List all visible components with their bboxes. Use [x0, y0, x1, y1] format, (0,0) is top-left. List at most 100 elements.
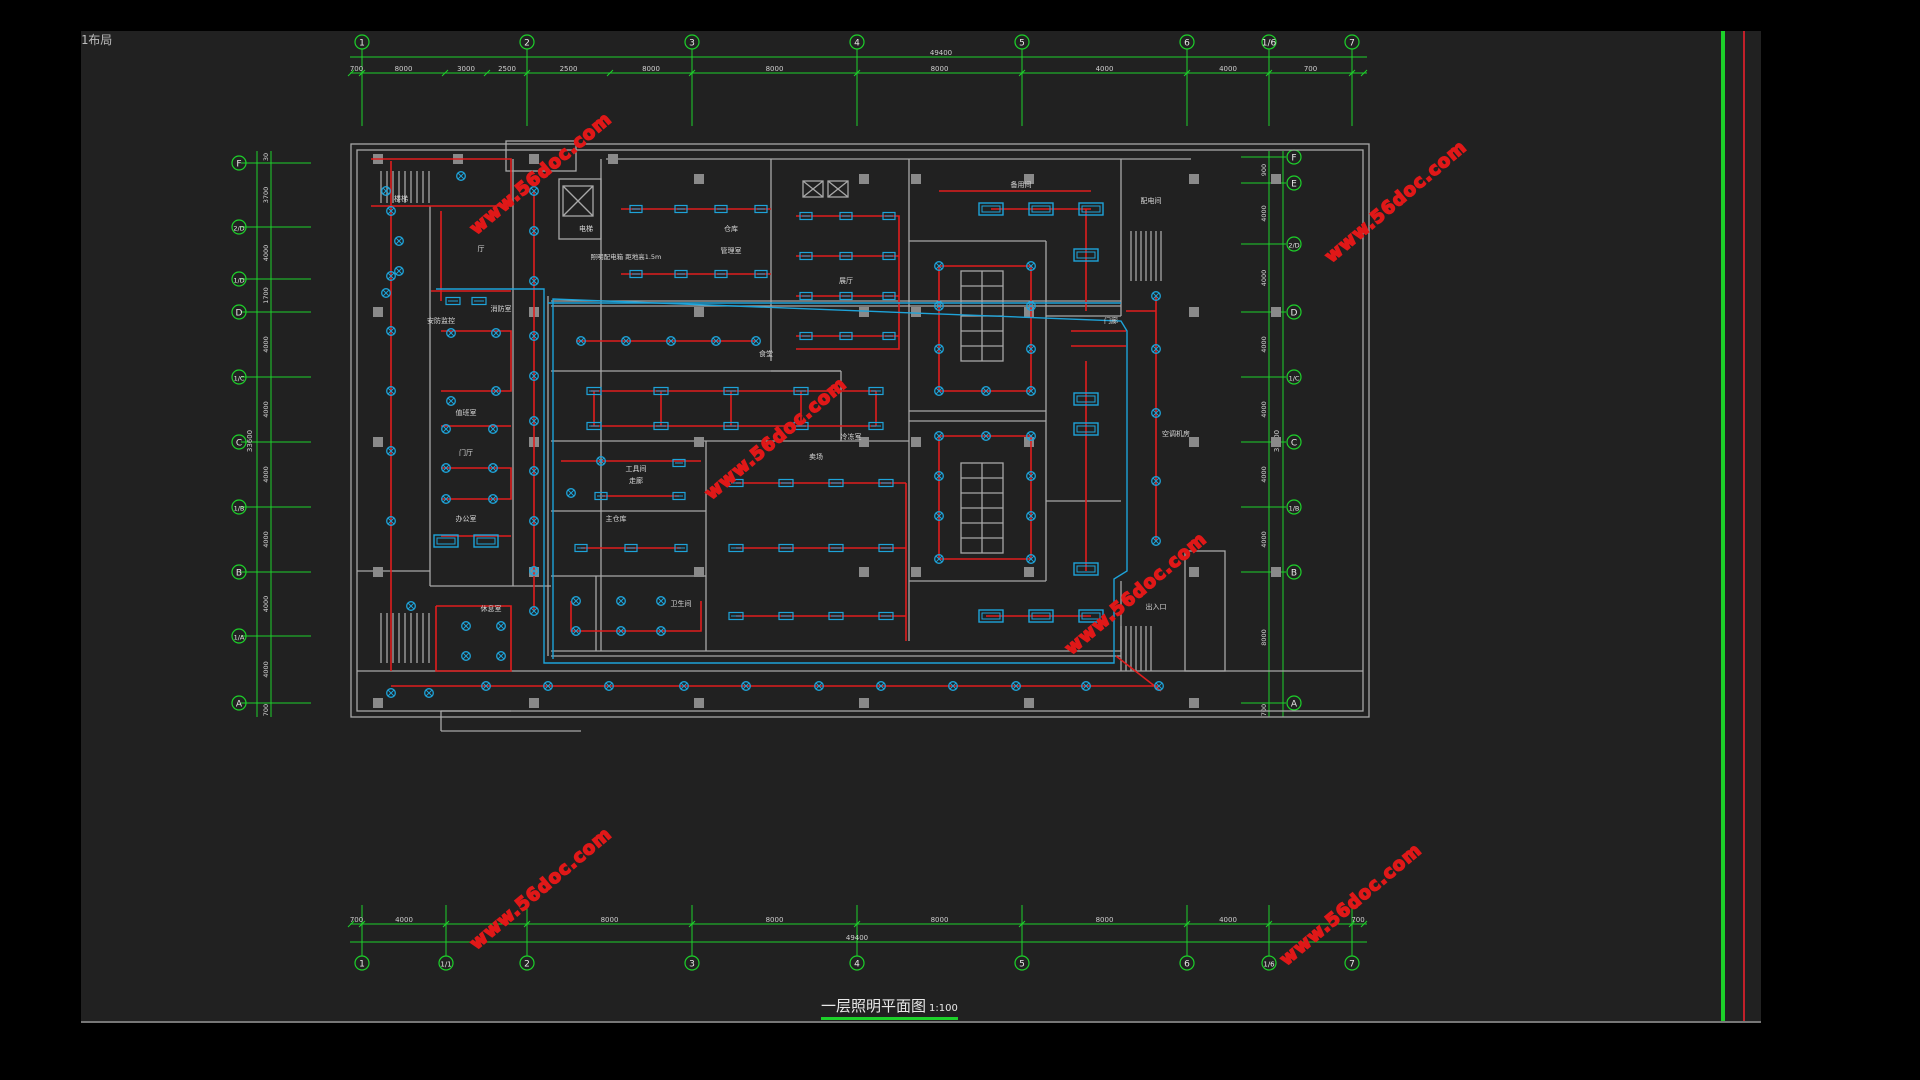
- circuit-wire: [441, 467, 512, 500]
- fluorescent-lamp-icon: [674, 204, 688, 214]
- fluorescent-lamp-icon: [672, 491, 686, 501]
- ceiling-lamp-icon: [461, 651, 471, 661]
- dim-top-segment: 8000: [766, 65, 784, 73]
- axis-bubble-right: [1286, 175, 1302, 191]
- dim-tick: [483, 69, 491, 77]
- structural-column: [859, 174, 869, 184]
- fluorescent-lamp-icon: [793, 386, 809, 396]
- dim-right-segment: 900: [1260, 164, 1268, 176]
- fluorescent-lamp-icon: [839, 251, 853, 261]
- axis-label-left: 1/C: [234, 375, 245, 383]
- structural-column: [529, 154, 539, 164]
- ceiling-lamp-icon: [1026, 301, 1036, 311]
- ceiling-lamp-icon: [934, 301, 944, 311]
- axis-label-top: 3: [689, 39, 695, 49]
- axis-bubble-left: [231, 628, 247, 644]
- ceiling-lamp-icon: [394, 266, 404, 276]
- axis-label-bottom: 4: [854, 960, 860, 970]
- dim-tick: [853, 69, 861, 77]
- wall: [562, 185, 594, 217]
- ceiling-lamp-icon: [386, 516, 396, 526]
- dim-bottom-segment: 700: [1351, 916, 1364, 924]
- dim-left-segment: 3700: [262, 187, 270, 204]
- fluorescent-lamp-icon: [586, 386, 602, 396]
- axis-bubble-left: [231, 564, 247, 580]
- ceiling-lamp-icon: [386, 271, 396, 281]
- ceiling-lamp-icon: [386, 206, 396, 216]
- ceiling-lamp-icon: [488, 494, 498, 504]
- dim-tick: [347, 920, 355, 928]
- axis-label-bottom: 2: [524, 960, 530, 970]
- axis-bubble-left: [231, 499, 247, 515]
- axis-label-top: 5: [1019, 39, 1025, 49]
- ceiling-lamp-icon: [394, 236, 404, 246]
- dim-left-segment: 4000: [262, 596, 270, 613]
- circuit-wire: [938, 265, 1032, 392]
- axis-label-left: F: [236, 160, 241, 170]
- fluorescent-lamp-icon: [778, 478, 794, 488]
- axis-bubble-left: [231, 434, 247, 450]
- ceiling-lamp-icon: [876, 681, 886, 691]
- panel-lamp-icon: [1073, 422, 1099, 436]
- dim-left-segment: 4000: [262, 336, 270, 353]
- structural-column: [1024, 698, 1034, 708]
- panel-lamp-icon: [978, 609, 1004, 623]
- room-label: 值班室: [456, 408, 477, 417]
- room-label: 电梯: [579, 224, 593, 233]
- axis-label-right: A: [1291, 700, 1298, 710]
- axis-label-left: B: [236, 569, 242, 579]
- ceiling-lamp-icon: [981, 386, 991, 396]
- room-label: 工具间: [626, 465, 647, 473]
- room-label: 配电间: [1141, 196, 1162, 205]
- ceiling-lamp-icon: [1026, 344, 1036, 354]
- structural-column: [859, 307, 869, 317]
- room-label: 空调机房: [1162, 429, 1190, 438]
- fluorescent-lamp-icon: [799, 211, 813, 221]
- room-label: 展厅: [839, 277, 853, 285]
- axis-label-bottom: 6: [1184, 960, 1190, 970]
- ceiling-lamp-icon: [491, 328, 501, 338]
- dim-top-segment: 8000: [395, 65, 413, 73]
- fluorescent-lamp-icon: [878, 611, 894, 621]
- dim-left-segment: 4000: [262, 245, 270, 262]
- ceiling-lamp-icon: [529, 466, 539, 476]
- dim-top-segment: 2500: [498, 65, 516, 73]
- ceiling-lamp-icon: [604, 681, 614, 691]
- axis-label-right: B: [1291, 569, 1297, 579]
- structural-column: [1271, 307, 1281, 317]
- room-label: 管理室: [721, 246, 742, 255]
- dim-top-segment: 700: [1304, 65, 1317, 73]
- ceiling-lamp-icon: [529, 416, 539, 426]
- wall: [827, 180, 849, 198]
- fluorescent-lamp-icon: [793, 421, 809, 431]
- ceiling-lamp-icon: [566, 488, 576, 498]
- axis-label-left: 1/D: [233, 277, 244, 285]
- dim-tick: [1183, 69, 1191, 77]
- dim-tick: [1348, 920, 1356, 928]
- ceiling-lamp-icon: [934, 471, 944, 481]
- ceiling-lamp-icon: [814, 681, 824, 691]
- axis-bubble-bottom: [519, 955, 535, 971]
- structural-column: [373, 437, 383, 447]
- ceiling-lamp-icon: [529, 226, 539, 236]
- dim-left-segment: 4000: [262, 531, 270, 548]
- structural-column: [373, 567, 383, 577]
- panel-lamp-icon: [1073, 392, 1099, 406]
- ceiling-lamp-icon: [461, 621, 471, 631]
- ceiling-lamp-icon: [488, 463, 498, 473]
- fluorescent-lamp-icon: [445, 296, 461, 306]
- dim-bottom-segment: 4000: [1219, 916, 1237, 924]
- frame-border-green: [1721, 31, 1725, 1023]
- dim-left-segment: 700: [262, 704, 270, 716]
- fluorescent-lamp-icon: [653, 386, 669, 396]
- ceiling-lamp-icon: [711, 336, 721, 346]
- fluorescent-lamp-icon: [672, 458, 686, 468]
- dim-right-segment: 4000: [1260, 401, 1268, 418]
- axis-label-left: D: [236, 309, 243, 319]
- wall: [505, 140, 577, 172]
- axis-label-top: 7: [1349, 39, 1355, 49]
- ceiling-lamp-icon: [666, 336, 676, 346]
- axis-bubble-right: [1286, 434, 1302, 450]
